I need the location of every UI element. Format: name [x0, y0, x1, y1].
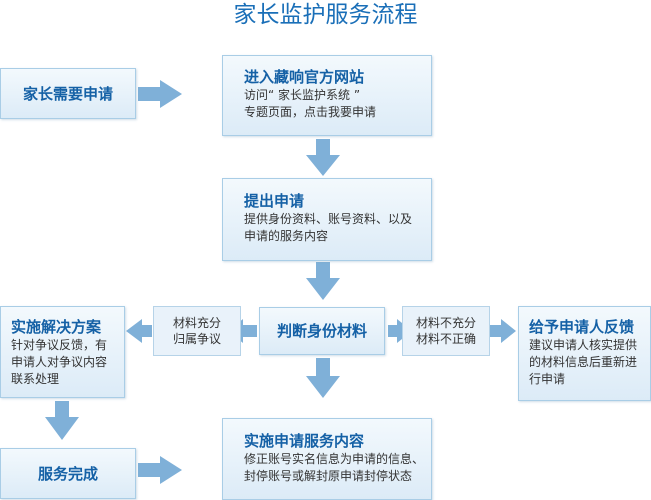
node-feedback: 给予申请人反馈 建议申请人核实提供 的材料信息后重新进 行申请: [518, 306, 651, 401]
arrow-down-3: [306, 358, 340, 398]
condition-sufficient-line-2: 归属争议: [172, 332, 221, 346]
node-implement-desc-2: 封停账号或解封原申请封停状态: [244, 469, 413, 483]
arrow-down-4: [45, 401, 79, 440]
node-done: 服务完成: [0, 448, 136, 499]
condition-insufficient-line-2: 材料不正确: [415, 332, 476, 346]
node-feedback-label: 给予申请人反馈: [529, 318, 635, 336]
node-solution-desc-1: 针对争议反馈，有: [11, 338, 108, 352]
node-submit-desc-1: 提供身份资料、账号资料、以及: [244, 212, 413, 226]
condition-insufficient-line-1: 材料不充分: [415, 316, 476, 330]
node-done-label: 服务完成: [37, 464, 98, 483]
condition-insufficient: 材料不充分 材料不正确: [402, 306, 490, 356]
arrow-right-2: [388, 319, 412, 343]
node-feedback-desc-1: 建议申请人核实提供: [529, 338, 638, 352]
node-solution: 实施解决方案 针对争议反馈，有 申请人对争议内容 联系处理: [0, 306, 125, 398]
node-judge: 判断身份材料: [259, 307, 385, 355]
node-submit: 提出申请 提供身份资料、账号资料、以及 申请的服务内容: [222, 178, 432, 261]
node-visit-site-desc-2: 专题页面，点击我要申请: [244, 105, 377, 119]
node-judge-label: 判断身份材料: [276, 322, 367, 340]
node-solution-desc-2: 申请人对争议内容: [11, 355, 108, 369]
node-implement: 实施申请服务内容 修正账号实名信息为申请的信息、 封停账号或解封原申请封停状态: [222, 418, 432, 500]
node-solution-label: 实施解决方案: [11, 318, 102, 336]
node-visit-site-label: 进入藏响官方网站: [244, 68, 365, 86]
node-submit-label: 提出申请: [244, 192, 305, 210]
node-parent-request-label: 家长需要申请: [22, 84, 113, 103]
arrow-right-3: [490, 319, 516, 343]
node-feedback-desc-3: 行申请: [529, 372, 566, 386]
node-parent-request: 家长需要申请: [0, 68, 136, 119]
arrow-right-1: [138, 80, 182, 108]
node-submit-desc-2: 申请的服务内容: [244, 229, 329, 243]
arrow-left-2: [126, 319, 152, 343]
arrow-down-2: [306, 262, 340, 300]
arrow-left-1: [228, 319, 257, 343]
condition-sufficient: 材料充分 归属争议: [153, 306, 241, 356]
node-feedback-desc-2: 的材料信息后重新进: [529, 355, 638, 369]
node-solution-desc-3: 联系处理: [11, 372, 60, 386]
node-visit-site: 进入藏响官方网站 访问“ 家长监护系统 ” 专题页面，点击我要申请: [222, 55, 432, 136]
node-implement-desc-1: 修正账号实名信息为申请的信息、: [244, 452, 425, 466]
arrow-down-1: [306, 139, 340, 176]
page-title: 家长监护服务流程: [233, 2, 418, 28]
node-visit-site-desc-1: 访问“ 家长监护系统 ”: [244, 88, 361, 102]
condition-sufficient-line-1: 材料充分: [172, 316, 221, 330]
node-implement-label: 实施申请服务内容: [244, 432, 365, 450]
arrow-right-4: [138, 456, 182, 484]
